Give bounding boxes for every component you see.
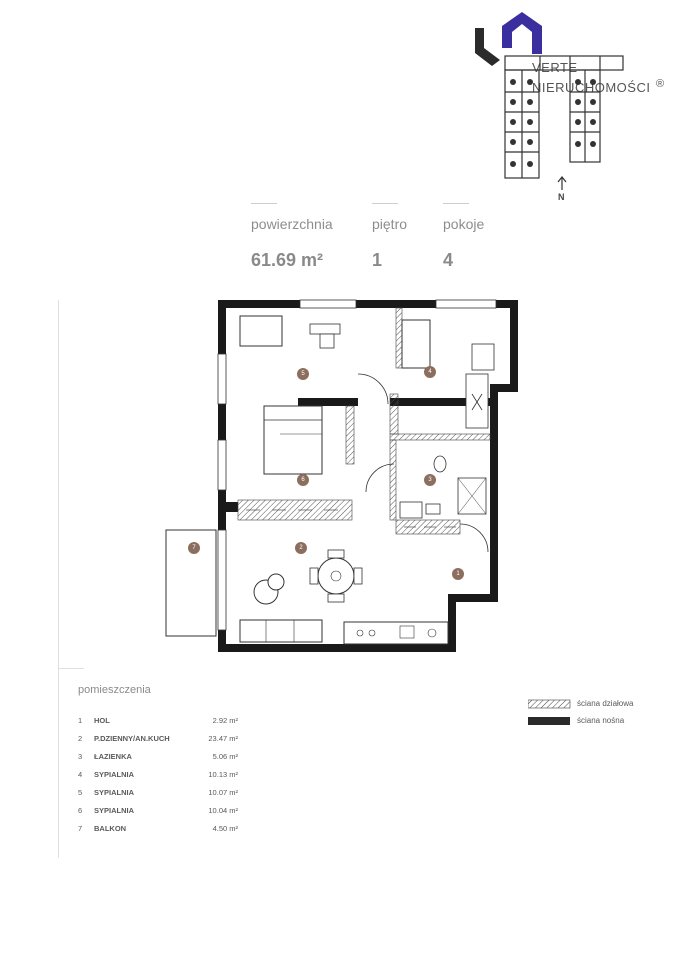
plan-room-marker: 7 bbox=[188, 542, 200, 554]
rooms-count-value: 4 bbox=[443, 250, 454, 270]
figure-rule bbox=[372, 203, 398, 204]
room-row: 4 SYPIALNIA 10.13 m² bbox=[78, 770, 238, 784]
room-number: 3 bbox=[78, 752, 83, 761]
registered-mark: ® bbox=[656, 78, 665, 90]
room-name: SYPIALNIA bbox=[94, 806, 135, 815]
rooms-title: pomieszczenia bbox=[78, 684, 151, 696]
hatched-wall-swatch-icon bbox=[528, 699, 571, 709]
room-row: 5 SYPIALNIA 10.07 m² bbox=[78, 788, 238, 802]
area-value: 61.69 m² bbox=[251, 250, 324, 270]
room-number: 2 bbox=[78, 734, 83, 743]
frame-line bbox=[58, 668, 59, 858]
logo-text-top: VERTE bbox=[532, 60, 578, 75]
room-area: 4.50 m² bbox=[212, 824, 238, 833]
room-row: 1 HOL 2.92 m² bbox=[78, 716, 238, 730]
logo-mark-icon bbox=[475, 12, 542, 66]
brand-logo: VERTE NIERUCHOMOŚCI ® bbox=[470, 8, 670, 95]
legend-partition-label: ściana działowa bbox=[577, 699, 634, 708]
area-label: powierzchnia bbox=[251, 216, 333, 232]
room-name: SYPIALNIA bbox=[94, 770, 135, 779]
room-name: P.DZIENNY/AN.KUCH bbox=[94, 734, 170, 743]
frame-line bbox=[58, 300, 59, 668]
plan-room-marker: 4 bbox=[424, 366, 436, 378]
room-row: 2 P.DZIENNY/AN.KUCH 23.47 m² bbox=[78, 734, 238, 748]
room-row: 6 SYPIALNIA 10.04 m² bbox=[78, 806, 238, 820]
room-row: 3 ŁAZIENKA 5.06 m² bbox=[78, 752, 238, 766]
room-name: BALKON bbox=[94, 824, 127, 833]
floor-label: piętro bbox=[372, 216, 408, 232]
floor-plan bbox=[165, 299, 518, 652]
frame-line bbox=[58, 668, 84, 669]
building-key-plan bbox=[504, 55, 624, 190]
legend-swatches bbox=[528, 699, 571, 725]
plan-room-marker: 5 bbox=[297, 368, 309, 380]
room-number: 5 bbox=[78, 788, 83, 797]
plan-room-marker: 6 bbox=[297, 474, 309, 486]
room-name: HOL bbox=[94, 716, 110, 725]
rooms-count-label: pokoje bbox=[443, 216, 485, 232]
room-row: 7 BALKON 4.50 m² bbox=[78, 824, 238, 838]
logo-text-bottom: NIERUCHOMOŚCI bbox=[532, 80, 651, 95]
room-area: 5.06 m² bbox=[212, 752, 238, 761]
solid-wall-swatch-icon bbox=[528, 717, 570, 725]
legend-loadbearing-label: ściana nośna bbox=[577, 716, 625, 725]
room-number: 7 bbox=[78, 824, 83, 833]
room-area: 10.13 m² bbox=[208, 770, 238, 779]
north-arrow-icon bbox=[557, 176, 567, 190]
room-name: SYPIALNIA bbox=[94, 788, 135, 797]
room-name: ŁAZIENKA bbox=[94, 752, 132, 761]
plan-room-marker: 3 bbox=[424, 474, 436, 486]
plan-room-marker: 2 bbox=[295, 542, 307, 554]
room-area: 2.92 m² bbox=[212, 716, 238, 725]
figure-rule bbox=[251, 203, 277, 204]
north-label: N bbox=[558, 192, 565, 202]
room-area: 23.47 m² bbox=[208, 734, 238, 743]
figure-rule bbox=[443, 203, 469, 204]
floor-value: 1 bbox=[372, 250, 383, 270]
room-number: 6 bbox=[78, 806, 83, 815]
room-number: 4 bbox=[78, 770, 83, 779]
room-area: 10.04 m² bbox=[208, 806, 238, 815]
room-number: 1 bbox=[78, 716, 83, 725]
plan-room-marker: 1 bbox=[452, 568, 464, 580]
room-area: 10.07 m² bbox=[208, 788, 238, 797]
